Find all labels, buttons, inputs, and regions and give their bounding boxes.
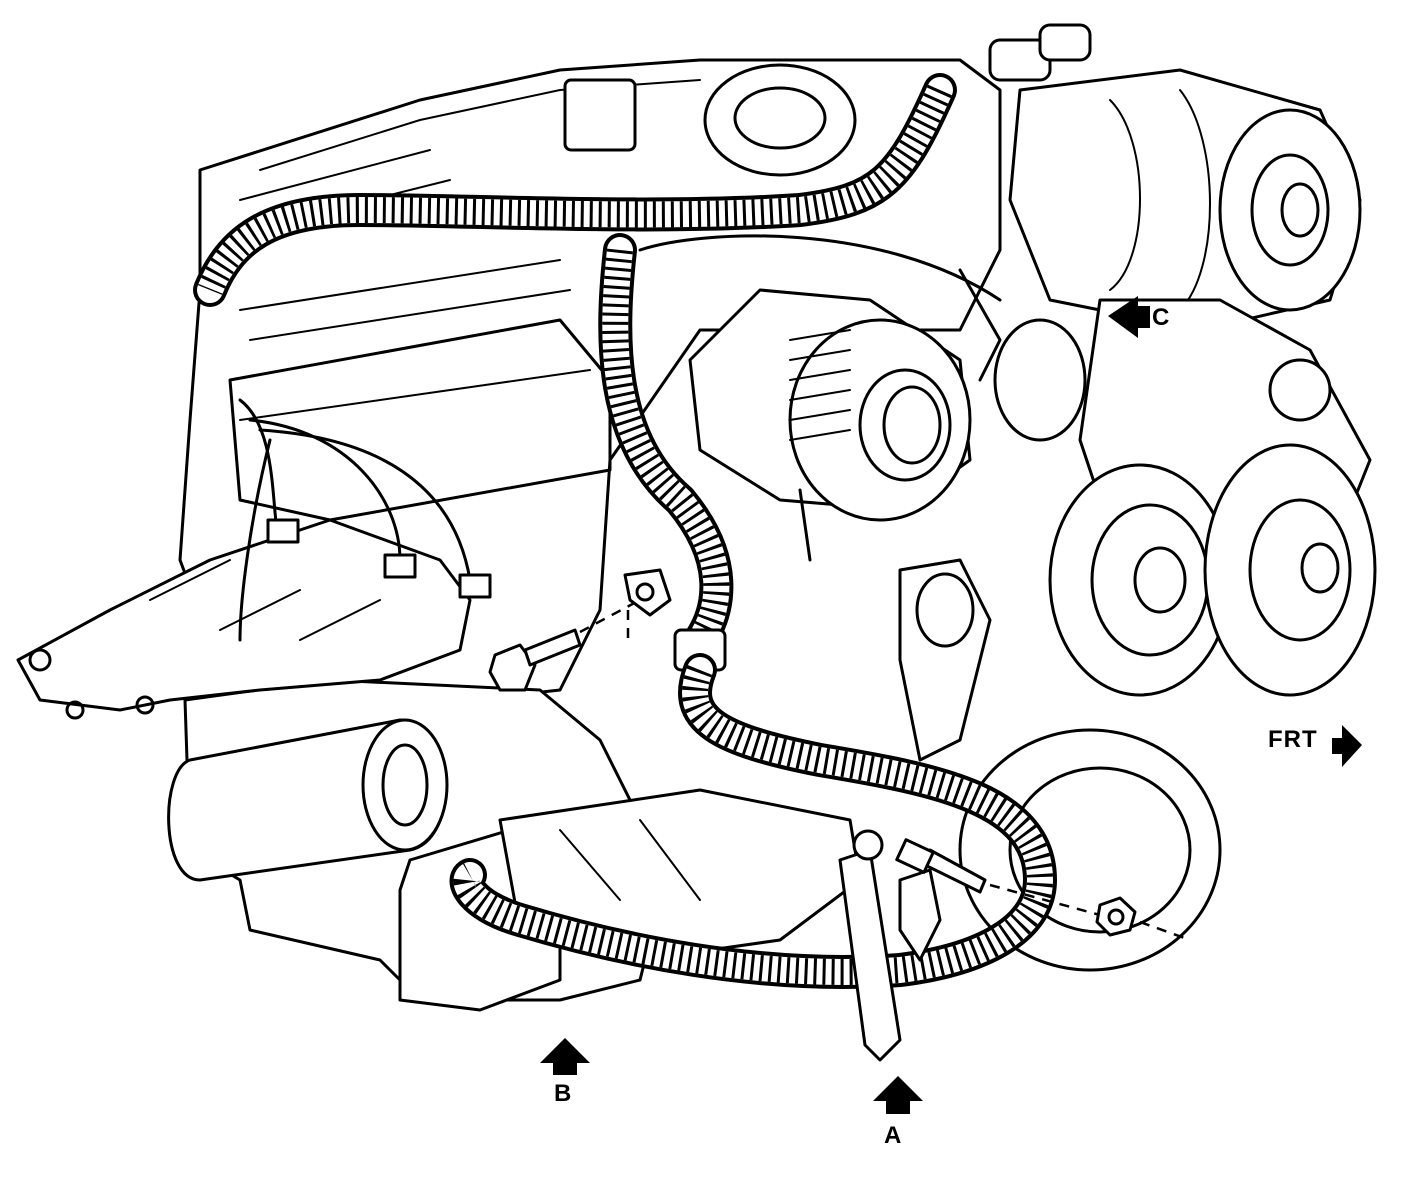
- spark-plug-wires: [238, 398, 492, 642]
- ground-stud-bolt: [895, 838, 1191, 942]
- callout-arrow-b: [540, 1038, 590, 1075]
- exhaust-manifold: [16, 518, 472, 720]
- alternator: [688, 288, 972, 522]
- water-pump-pulley: [1203, 443, 1377, 697]
- callout-label-b: B: [554, 1080, 572, 1107]
- callout-label-c: C: [1152, 304, 1170, 331]
- callout-label-front: FRT: [1268, 726, 1318, 753]
- callout-label-a: A: [884, 1122, 902, 1149]
- callout-arrow-c: [1108, 296, 1150, 338]
- power-steering-pulley: [1048, 463, 1232, 697]
- callout-arrow-front: [1332, 725, 1362, 767]
- belt-tensioner: [898, 558, 992, 762]
- engine-wiring-harness: [193, 73, 1057, 989]
- throttle-body: [563, 63, 857, 177]
- callout-arrow-a: [873, 1076, 923, 1114]
- ground-cable: [838, 829, 942, 1062]
- harness-clip-bolt: [488, 568, 672, 692]
- ac-compressor: [988, 23, 1362, 332]
